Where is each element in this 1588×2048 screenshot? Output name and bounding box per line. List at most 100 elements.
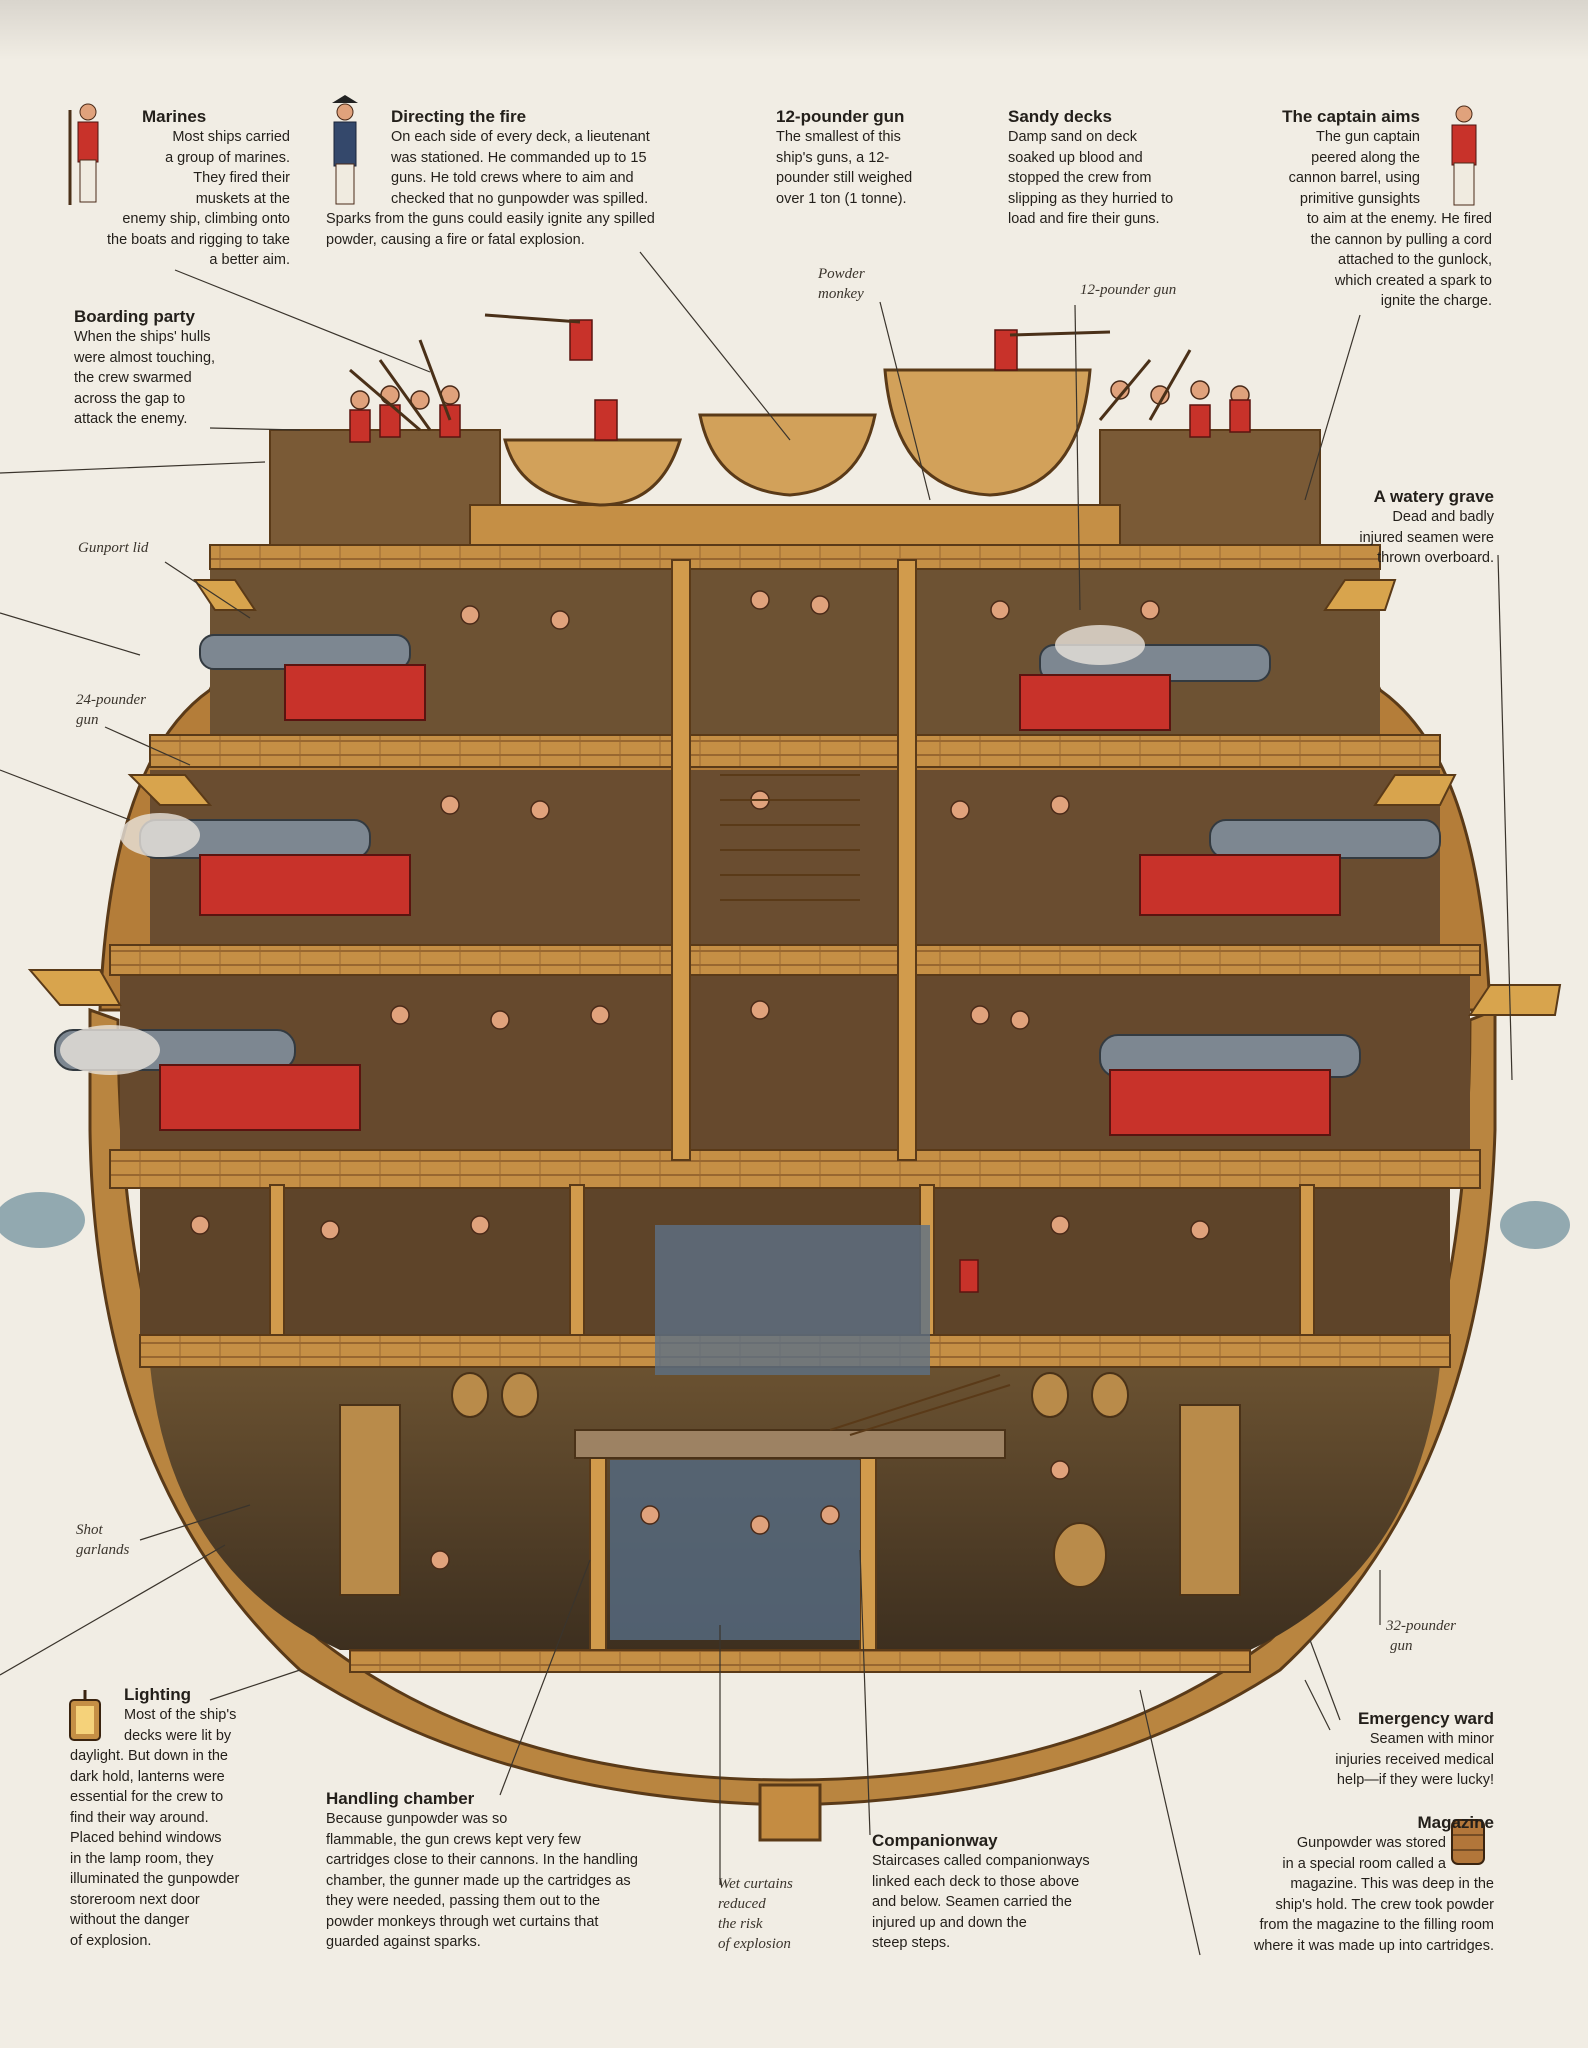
note-emergency-ward: Emergency ward Seamen with minor injurie… — [1250, 1708, 1494, 1791]
note-watery-grave-line: Dead and badly — [1392, 509, 1494, 525]
note-boarding-party-line: the crew swarmed — [74, 370, 192, 386]
note-12-pounder: 12-pounder gun The smallest of this ship… — [776, 106, 966, 209]
lantern-figure — [69, 1690, 101, 1741]
note-directing-fire: Directing the fire On each side of every… — [326, 106, 716, 250]
note-12-pounder-line: over 1 ton (1 tonne). — [776, 190, 907, 207]
note-magazine-title: Magazine — [1417, 1813, 1494, 1832]
note-sandy-decks-title: Sandy decks — [1008, 107, 1112, 126]
note-boarding-party-title: Boarding party — [74, 307, 195, 326]
note-companionway-line: and below. Seamen carried the — [872, 1894, 1072, 1910]
boat-middle — [698, 413, 877, 497]
label-line: of explosion — [718, 1936, 791, 1952]
note-captain-aims-line: primitive gunsights — [1299, 190, 1420, 207]
note-captain-aims-line: The gun captain — [1316, 129, 1420, 145]
forecastle-right — [1099, 429, 1321, 546]
note-magazine: Magazine Gunpowder was stored in a speci… — [1180, 1812, 1494, 1956]
label-24-pounder-gun: 24-pounder gun — [76, 690, 146, 730]
note-companionway: Companionway Staircases called companion… — [872, 1830, 1142, 1954]
note-sandy-decks-line: slipping as they hurried to — [1008, 190, 1174, 207]
marines-on-deck — [349, 319, 1251, 1293]
label-line: garlands — [76, 1542, 130, 1558]
note-lighting-line: decks were lit by — [124, 1727, 232, 1744]
note-watery-grave-title: A watery grave — [1373, 487, 1494, 506]
note-captain-aims-line: cannon barrel, using — [1288, 170, 1420, 186]
note-watery-grave-line: injured seamen were — [1359, 529, 1494, 546]
note-lighting-line: of explosion. — [70, 1932, 152, 1949]
lieutenant-figure — [332, 95, 358, 205]
note-lighting-line: in the lamp room, they — [70, 1850, 214, 1867]
label-line: monkey — [818, 286, 864, 302]
label-line: Shot — [76, 1522, 103, 1538]
label-line: Wet curtains — [718, 1876, 793, 1892]
note-marines: Marines Most ships carried a group of ma… — [70, 106, 300, 271]
note-12-pounder-title: 12-pounder gun — [776, 107, 905, 126]
note-emergency-ward-line: injuries received medical — [1335, 1751, 1494, 1768]
note-captain-aims-line: peered along the — [1311, 149, 1420, 166]
note-captain-aims-line: which created a spark to — [1334, 272, 1492, 289]
note-12-pounder-line: pounder still weighed — [776, 170, 913, 186]
note-marines-line: a better aim. — [209, 252, 290, 268]
note-lighting-line: Placed behind windows — [70, 1830, 222, 1846]
gun-captain-figure — [1451, 105, 1477, 206]
note-lighting-line: illuminated the gunpowder — [70, 1871, 240, 1887]
note-marines-title: Marines — [142, 107, 207, 126]
note-sandy-decks: Sandy decks Damp sand on deck soaked up … — [1008, 106, 1228, 230]
note-handling-chamber: Handling chamber Because gunpowder was s… — [326, 1788, 706, 1953]
note-magazine-line: ship's hold. The crew took powder — [1275, 1896, 1494, 1913]
note-marines-line: a group of marines. — [165, 149, 290, 166]
note-captain-aims-line: the cannon by pulling a cord — [1310, 231, 1492, 248]
boat-left — [503, 438, 683, 507]
note-marines-line: They fired their — [193, 170, 290, 186]
note-lighting-line: without the danger — [70, 1912, 190, 1928]
note-12-pounder-line: ship's guns, a 12- — [776, 149, 890, 166]
note-watery-grave: A watery grave Dead and badly injured se… — [1300, 486, 1494, 569]
note-directing-fire-line: On each side of every deck, a lieutenant — [391, 129, 650, 145]
note-companionway-line: linked each deck to those above — [872, 1873, 1080, 1890]
note-lighting-line: dark hold, lanterns were — [70, 1768, 225, 1785]
note-sandy-decks-line: stopped the crew from — [1008, 170, 1152, 186]
note-emergency-ward-line: Seamen with minor — [1369, 1731, 1494, 1747]
note-companionway-line: steep steps. — [872, 1935, 951, 1951]
note-marines-line: muskets at the — [195, 190, 290, 207]
note-lighting-line: Most of the ship's — [124, 1707, 237, 1723]
note-marines-line: enemy ship, climbing onto — [122, 211, 290, 227]
cannons — [54, 634, 1441, 1136]
note-marines-line: Most ships carried — [172, 129, 290, 145]
note-lighting-line: find their way around. — [70, 1809, 209, 1826]
note-magazine-line: from the magazine to the filling room — [1259, 1917, 1494, 1933]
note-sandy-decks-line: soaked up blood and — [1008, 149, 1143, 166]
note-captain-aims: The captain aims The gun captain peered … — [1232, 106, 1492, 312]
note-lighting-title: Lighting — [124, 1685, 192, 1704]
forecastle-left — [269, 429, 501, 546]
note-lighting: Lighting Most of the ship's decks were l… — [70, 1684, 310, 1951]
note-boarding-party-line: were almost touching, — [74, 349, 216, 366]
note-directing-fire-line: Sparks from the guns could easily ignite… — [326, 211, 655, 227]
note-lighting-line: essential for the crew to — [70, 1789, 224, 1805]
note-boarding-party-line: attack the enemy. — [74, 411, 188, 427]
note-magazine-line: where it was made up into cartridges. — [1253, 1937, 1494, 1954]
note-companionway-line: injured up and down the — [872, 1914, 1027, 1931]
note-companionway-line: Staircases called companionways — [872, 1853, 1090, 1869]
label-32-pounder-gun: 32-pounder gun — [1386, 1616, 1456, 1656]
label-shot-garlands: Shot garlands — [76, 1520, 129, 1560]
note-sandy-decks-line: load and fire their guns. — [1008, 211, 1160, 227]
note-handling-chamber-line: chamber, the gunner made up the cartridg… — [326, 1872, 631, 1889]
top-shadow — [0, 0, 1588, 60]
note-handling-chamber-line: flammable, the gun crews kept very few — [326, 1831, 581, 1848]
note-directing-fire-line: powder, causing a fire or fatal explosio… — [326, 231, 585, 248]
note-lighting-line: daylight. But down in the — [70, 1748, 228, 1764]
label-wet-curtains: Wet curtains reduced the risk of explosi… — [718, 1874, 793, 1954]
label-line: the risk — [718, 1916, 763, 1932]
label-line: 32-pounder — [1386, 1618, 1456, 1634]
label-line: 24-pounder — [76, 692, 146, 708]
note-emergency-ward-line: help—if they were lucky! — [1336, 1772, 1494, 1788]
note-emergency-ward-title: Emergency ward — [1357, 1709, 1494, 1728]
label-gunport-lid: Gunport lid — [78, 540, 149, 556]
label-line: reduced — [718, 1896, 766, 1912]
note-captain-aims-line: ignite the charge. — [1380, 293, 1492, 309]
note-magazine-line: Gunpowder was stored — [1296, 1835, 1446, 1851]
note-handling-chamber-line: cartridges close to their cannons. In th… — [326, 1852, 638, 1868]
label-powder-monkey: Powder monkey — [818, 264, 865, 304]
